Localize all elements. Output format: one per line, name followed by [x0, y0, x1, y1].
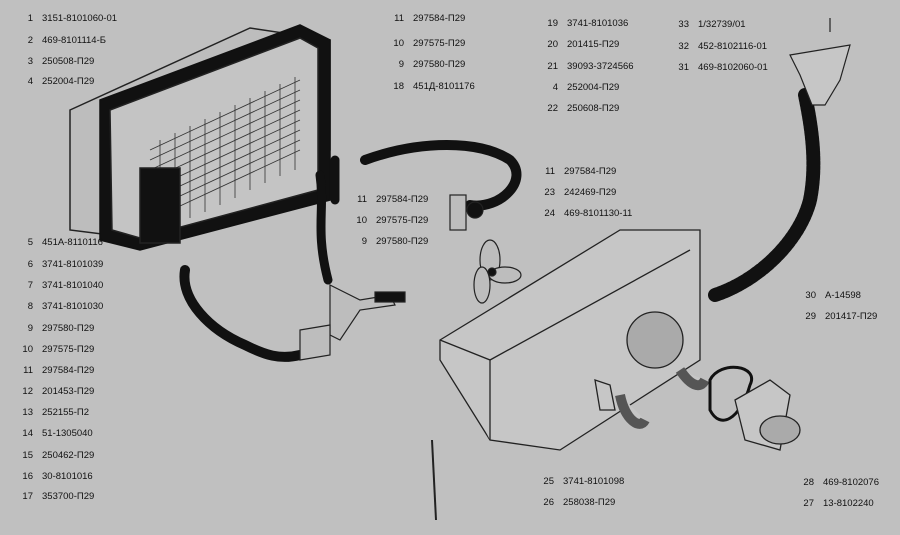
blower-motor — [708, 365, 801, 451]
air-duct-funnel — [789, 18, 851, 106]
radiator-assembly — [69, 24, 331, 251]
heater-housing — [439, 229, 710, 451]
long-bolt — [431, 439, 437, 521]
hoses — [179, 88, 821, 362]
fan — [473, 239, 522, 304]
pipe-fittings — [299, 194, 484, 361]
